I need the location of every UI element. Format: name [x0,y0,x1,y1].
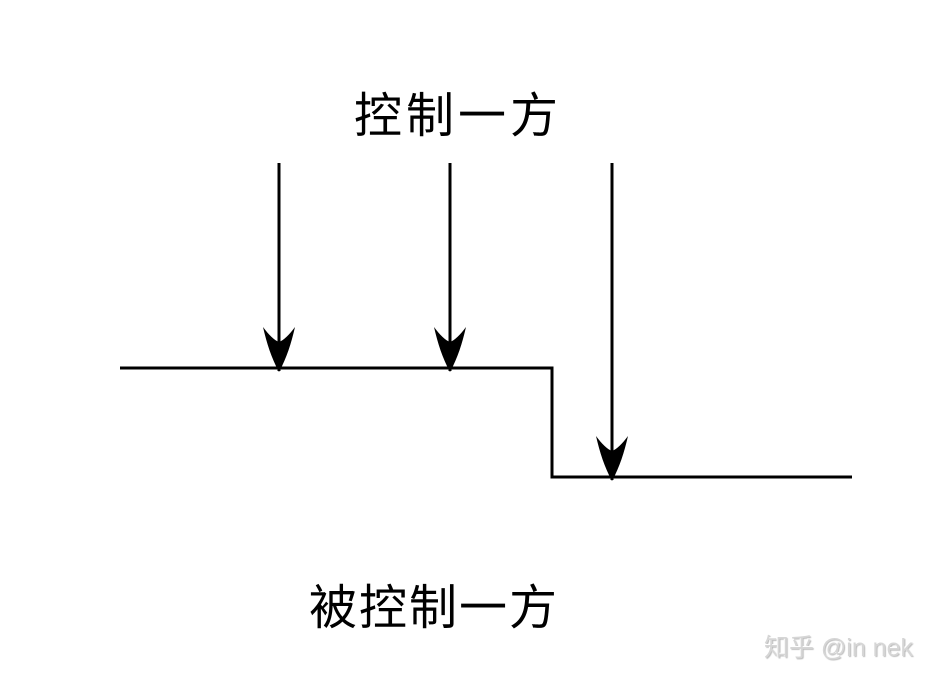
controller-label: 控制一方 [353,90,563,143]
down-arrow-icon-1 [263,163,295,372]
signal-step-line [120,366,852,479]
controlled-label: 被控制一方 [308,582,560,635]
down-arrow-icon-2 [434,163,466,372]
down-arrow-icon-3 [596,163,628,481]
zhihu-watermark: 知乎 @in nek [763,634,913,662]
